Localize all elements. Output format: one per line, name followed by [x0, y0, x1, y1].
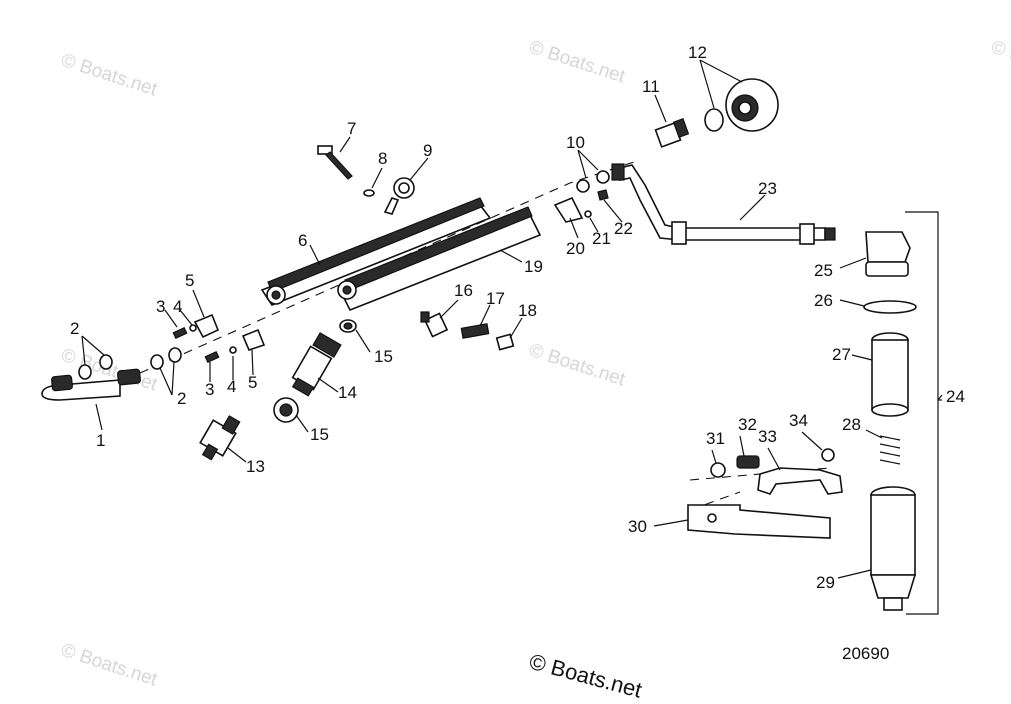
callout-32: 32: [738, 415, 757, 434]
washer-part-21: [584, 210, 592, 218]
callout-4: 4: [227, 377, 236, 396]
bracket-part-20: [553, 196, 584, 223]
callout-numbers: 1 2 2 3 3 4 4 5 5 6 7 8 9 10 11 12 13 14…: [70, 43, 965, 592]
callout-10: 10: [566, 133, 585, 152]
o-ring-part-26: [863, 300, 917, 314]
callout-33: 33: [758, 427, 777, 446]
callout-16: 16: [454, 281, 473, 300]
nut-part-22: [597, 189, 609, 201]
fuel-rail-part-19: [337, 206, 542, 312]
o-ring-part-10: [576, 179, 590, 193]
elbow-part-16: [420, 311, 449, 338]
callout-22: 22: [614, 219, 633, 238]
watermark: © Boats.net: [526, 340, 628, 391]
clip-part-5: [193, 313, 220, 339]
stud-part-32: [736, 455, 760, 469]
callout-23: 23: [758, 179, 777, 198]
bracket-24: [905, 211, 939, 615]
callout-27: 27: [832, 345, 851, 364]
o-ring-part-12: [704, 108, 724, 132]
fuel-hose-part-23: [611, 163, 836, 245]
callout-11: 11: [642, 77, 660, 96]
cap-part-18: [495, 333, 515, 351]
sensor-part-13: [199, 415, 241, 461]
bracket-plate-part-30: [687, 504, 831, 539]
injector-part-14: [291, 332, 342, 397]
callout-7: 7: [347, 119, 356, 138]
callout-29: 29: [816, 573, 835, 592]
copyright-watermark: © Boats.net: [527, 649, 645, 703]
callout-34: 34: [789, 411, 808, 430]
callout-5: 5: [248, 373, 257, 392]
figure-number: 20690: [842, 644, 889, 663]
filter-element-part-27: [871, 332, 909, 417]
callout-20: 20: [566, 239, 585, 258]
callout-17: 17: [486, 289, 505, 308]
callout-6: 6: [298, 231, 307, 250]
fitting-part-17: [460, 323, 490, 339]
callout-24: 24: [946, 387, 965, 406]
filter-cap-part-25: [865, 231, 911, 277]
screws-washers-part-3-4: [172, 324, 237, 364]
clamp-part-9: [383, 177, 415, 215]
callout-4: 4: [173, 297, 182, 316]
watermark: © Boats.net: [988, 37, 1011, 88]
callout-3: 3: [205, 380, 214, 399]
clamp-part-33: [757, 467, 843, 495]
callout-8: 8: [378, 149, 387, 168]
callout-19: 19: [524, 257, 543, 276]
nut-part-34: [821, 448, 835, 462]
seal-part-15: [339, 319, 357, 333]
callout-15: 15: [374, 347, 393, 366]
leader-lines: [81, 59, 943, 579]
callout-12: 12: [688, 43, 707, 62]
seal-part-15: [273, 397, 299, 423]
callout-18: 18: [518, 301, 537, 320]
fuel-rail-part-6: [260, 197, 492, 306]
callout-9: 9: [423, 141, 432, 160]
callout-15: 15: [310, 425, 329, 444]
callout-13: 13: [246, 457, 265, 476]
filter-bowl-part-29: [869, 486, 917, 611]
callout-25: 25: [814, 261, 833, 280]
callout-5: 5: [185, 271, 194, 290]
callout-3: 3: [156, 297, 165, 316]
callout-2: 2: [177, 389, 186, 408]
washer-part-31: [710, 462, 726, 478]
o-rings-part-2: [78, 347, 182, 380]
callout-26: 26: [814, 291, 833, 310]
cap-part-12: [725, 78, 779, 132]
callout-2: 2: [70, 319, 79, 338]
callout-14: 14: [338, 383, 357, 402]
bolt-part-7: [317, 145, 353, 180]
clip-part-5: [241, 328, 266, 351]
watermark: © Boats.net: [58, 50, 160, 101]
washer-part-8: [363, 189, 375, 197]
watermarks: © Boats.net © Boats.net © Boats.net © Bo…: [58, 37, 1011, 691]
watermark: © Boats.net: [526, 37, 628, 88]
callout-21: 21: [592, 229, 611, 248]
o-ring-part-10: [596, 170, 610, 184]
watermark: © Boats.net: [58, 640, 160, 691]
fuel-line-part-1: [41, 368, 141, 401]
spring-part-28: [879, 435, 901, 465]
fitting-part-11: [654, 118, 690, 148]
callout-28: 28: [842, 415, 861, 434]
callout-31: 31: [706, 429, 725, 448]
callout-1: 1: [96, 431, 105, 450]
callout-30: 30: [628, 517, 647, 536]
